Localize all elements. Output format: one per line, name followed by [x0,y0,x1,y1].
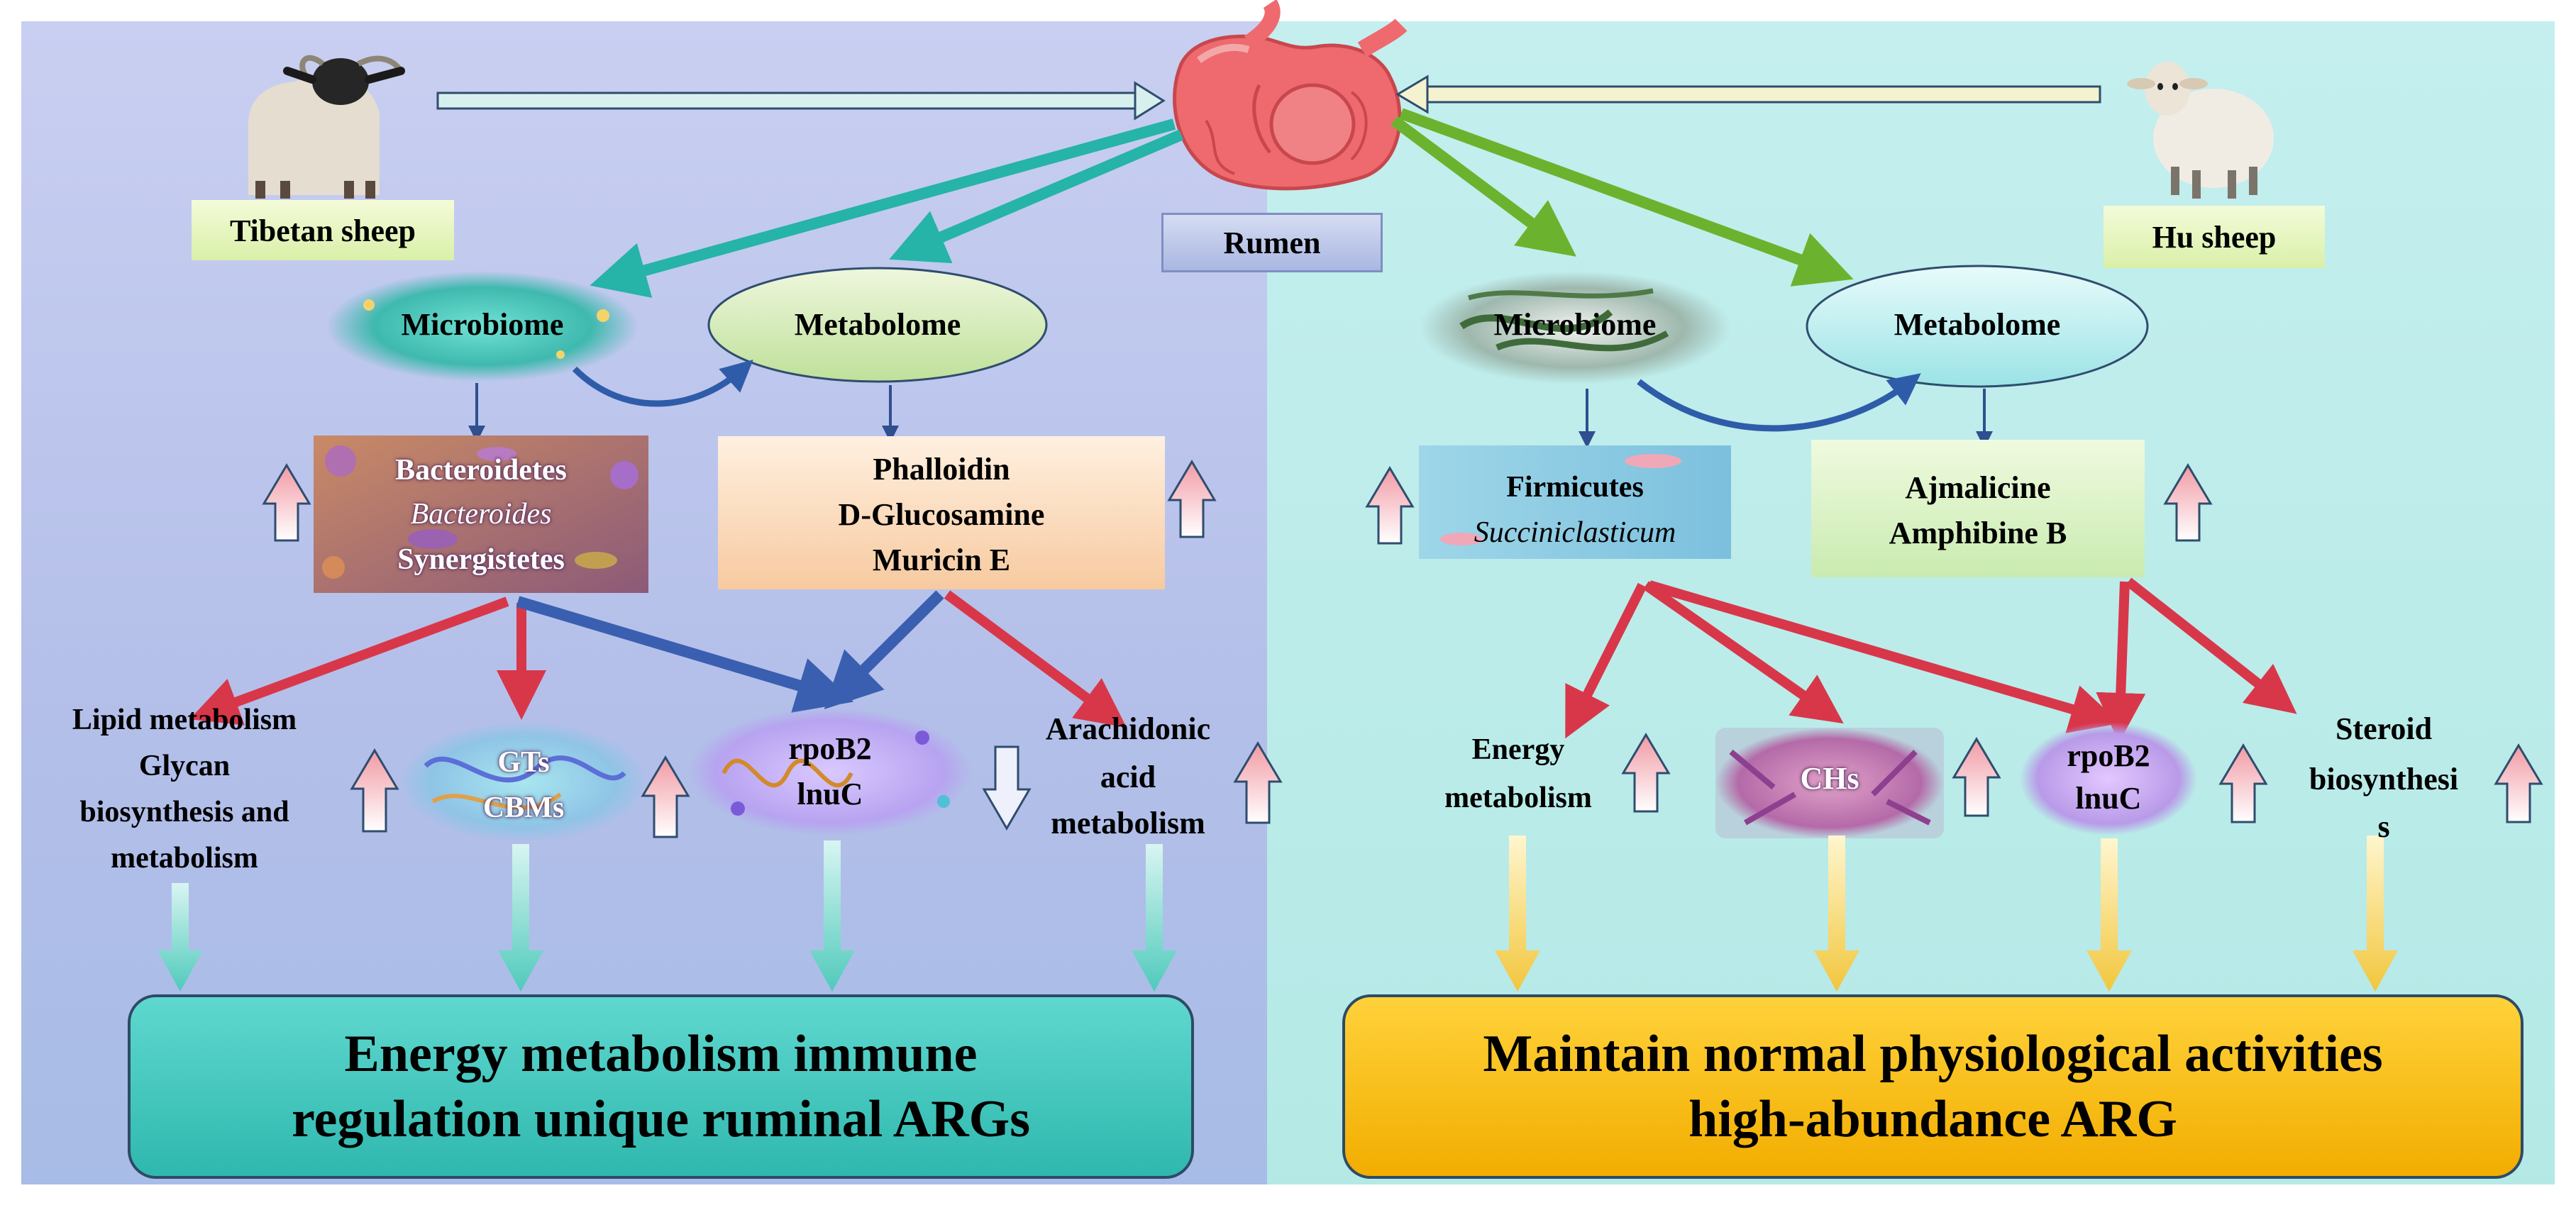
left-enzymes-node [399,721,648,842]
up-arrow-lipid-icon [350,748,399,833]
up-arrow-right-args-icon [2218,743,2268,823]
up-arrow-energy-icon [1621,733,1671,813]
left-down-arrows [157,840,1177,992]
up-arrow-right-metabolites-icon [2163,463,2213,542]
tibetan-to-rumen-arrow [436,81,1166,121]
left-metabolome-label: Metabolome [794,307,961,342]
right-metabolome-node [1806,265,2149,388]
hu-sheep-label-box [2104,206,2325,268]
tibetan-sheep-icon [248,55,405,199]
steroid-line-2: biosynthesi [2309,762,2459,797]
left-microbiome-metabolome-curve [572,360,753,407]
steroid-line-3: s [2377,809,2390,844]
rumen-label-box [1161,213,1383,272]
enzyme-gts-label: GTs [497,746,550,779]
up-arrow-right-taxa-icon [1365,466,1415,545]
left-microbiome-label: Microbiome [401,307,564,342]
up-arrow-chs-icon [1952,737,2001,817]
left-arg-rpob2-label: rpoB2 [788,731,872,766]
right-outcome-line-2: high-abundance ARG [1688,1090,2177,1148]
left-arg-lnuc-label: lnuC [797,777,863,811]
right-metabolome-label: Metabolome [1894,307,2061,342]
right-microbiome-metabolome-curve [1637,373,1921,432]
right-arg-lnuc-label: lnuC [2075,781,2142,816]
lipid-pathway-line-2: Glycan [138,750,231,782]
left-taxon-1: Bacteroidetes [395,454,567,487]
right-panel-background [1267,21,2555,1184]
enzyme-cbms-label: CBMs [482,792,565,824]
rumen-organ-icon [1173,0,1408,191]
left-metabolome-node [707,267,1048,383]
tibetan-sheep-label: Tibetan sheep [229,213,416,248]
right-outcome-box: Maintain normal physiological activities… [1342,994,2524,1179]
lipid-pathway-line-1: Lipid metabolism [72,704,297,736]
right-metabolites-box [1811,440,2145,577]
enzyme-chs-label: CHs [1800,761,1859,796]
left-outcome-line-1: Energy metabolism immune [344,1024,978,1083]
right-taxon-1: Firmicutes [1506,471,1644,504]
energy-pathway-line-2: metabolism [1444,782,1592,814]
hu-sheep-icon [2127,62,2274,199]
rumen-to-left-metabolome-arrow [889,129,1184,264]
down-arrow-args-icon [982,745,1032,831]
up-arrow-enzymes-icon [641,755,690,838]
up-arrow-left-metabolites-icon [1167,460,1217,538]
left-taxon-2: Bacteroides [410,498,552,531]
left-metabolite-1: Phalloidin [873,452,1010,487]
right-args-node [2020,722,2197,836]
left-outcome-box: Energy metabolism immune regulation uniq… [128,994,1194,1179]
right-down-arrows [1495,836,2398,992]
tibetan-sheep-label-box [192,200,454,260]
arachidonic-line-1: Arachidonic [1045,711,1211,746]
rumen-to-left-microbiome-arrow [590,118,1176,298]
left-metabolite-3: Muricin E [872,543,1011,577]
left-metabolites-box [718,436,1165,589]
left-args-node [688,708,972,836]
rumen-to-right-metabolome-arrow [1399,108,1854,287]
right-metabolite-1: Ajmalicine [1905,470,2051,505]
hu-to-rumen-arrow [1395,74,2101,114]
right-enzymes-node [1715,728,1944,838]
up-arrow-arachidonic-icon [1233,741,1283,824]
energy-pathway-line-1: Energy [1471,733,1565,766]
lipid-pathway-line-3: biosynthesis and [79,796,289,828]
left-outcome-line-2: regulation unique ruminal ARGs [291,1090,1031,1148]
right-metabolite-2: Amphibine B [1889,516,2067,550]
arachidonic-line-2: acid [1100,760,1156,794]
right-taxon-2: Succiniclasticum [1474,516,1676,549]
right-outcome-line-1: Maintain normal physiological activities [1483,1024,2383,1083]
hu-sheep-label: Hu sheep [2152,220,2277,255]
up-arrow-left-taxa-icon [262,463,311,542]
right-arg-rpob2-label: rpoB2 [2067,738,2150,773]
arachidonic-line-3: metabolism [1051,806,1205,840]
left-metabolite-2: D-Glucosamine [838,497,1045,532]
left-taxon-3: Synergistetes [397,543,565,576]
steroid-line-1: Steroid [2335,711,2433,746]
lipid-pathway-line-4: metabolism [111,842,258,875]
right-microbiome-label: Microbiome [1493,307,1657,342]
rumen-label: Rumen [1223,226,1321,260]
up-arrow-steroid-icon [2494,743,2543,823]
rumen-to-right-microbiome-arrow [1391,116,1577,257]
